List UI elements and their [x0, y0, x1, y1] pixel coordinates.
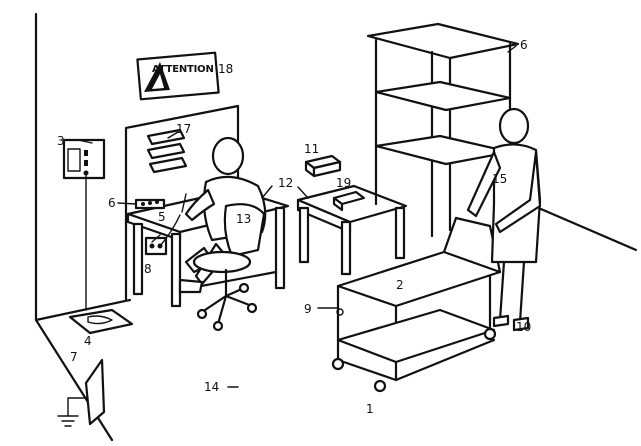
- callout-7: 7: [70, 350, 78, 364]
- callout-13: 13: [236, 212, 251, 226]
- component-box: [306, 156, 340, 176]
- callout-11: 11: [304, 142, 319, 156]
- callout-14: 14: [204, 380, 219, 394]
- grounding-jack: [146, 238, 166, 254]
- outlet-strip: [136, 200, 164, 208]
- attention-sign: [137, 53, 218, 100]
- callout-15: 15: [492, 172, 507, 186]
- callout-5: 5: [158, 210, 166, 224]
- callout-3: 3: [57, 134, 65, 148]
- storage-bins: [148, 130, 186, 172]
- callout-9: 9: [304, 302, 312, 316]
- callout-2: 2: [396, 278, 404, 292]
- standing-worker: [468, 109, 540, 330]
- floor-mat: [70, 310, 132, 333]
- callout-8: 8: [144, 262, 152, 276]
- grounding-panel: [64, 140, 104, 310]
- callout-6-outlet: 6: [108, 196, 116, 210]
- side-table: [298, 186, 406, 274]
- callout-12: 12: [278, 176, 293, 190]
- callout-4: 4: [84, 334, 92, 348]
- attention-sign-text: ATTENTION: [152, 64, 214, 75]
- callout-18: 18: [218, 62, 233, 76]
- callout-10: 10: [516, 320, 531, 334]
- esd-cart: [333, 218, 500, 391]
- callout-17: 17: [176, 122, 191, 136]
- earth-ground-icon: [58, 416, 78, 426]
- callout-6-shelf: 6: [520, 38, 528, 52]
- callout-19: 19: [336, 176, 351, 190]
- callout-1: 1: [366, 402, 374, 416]
